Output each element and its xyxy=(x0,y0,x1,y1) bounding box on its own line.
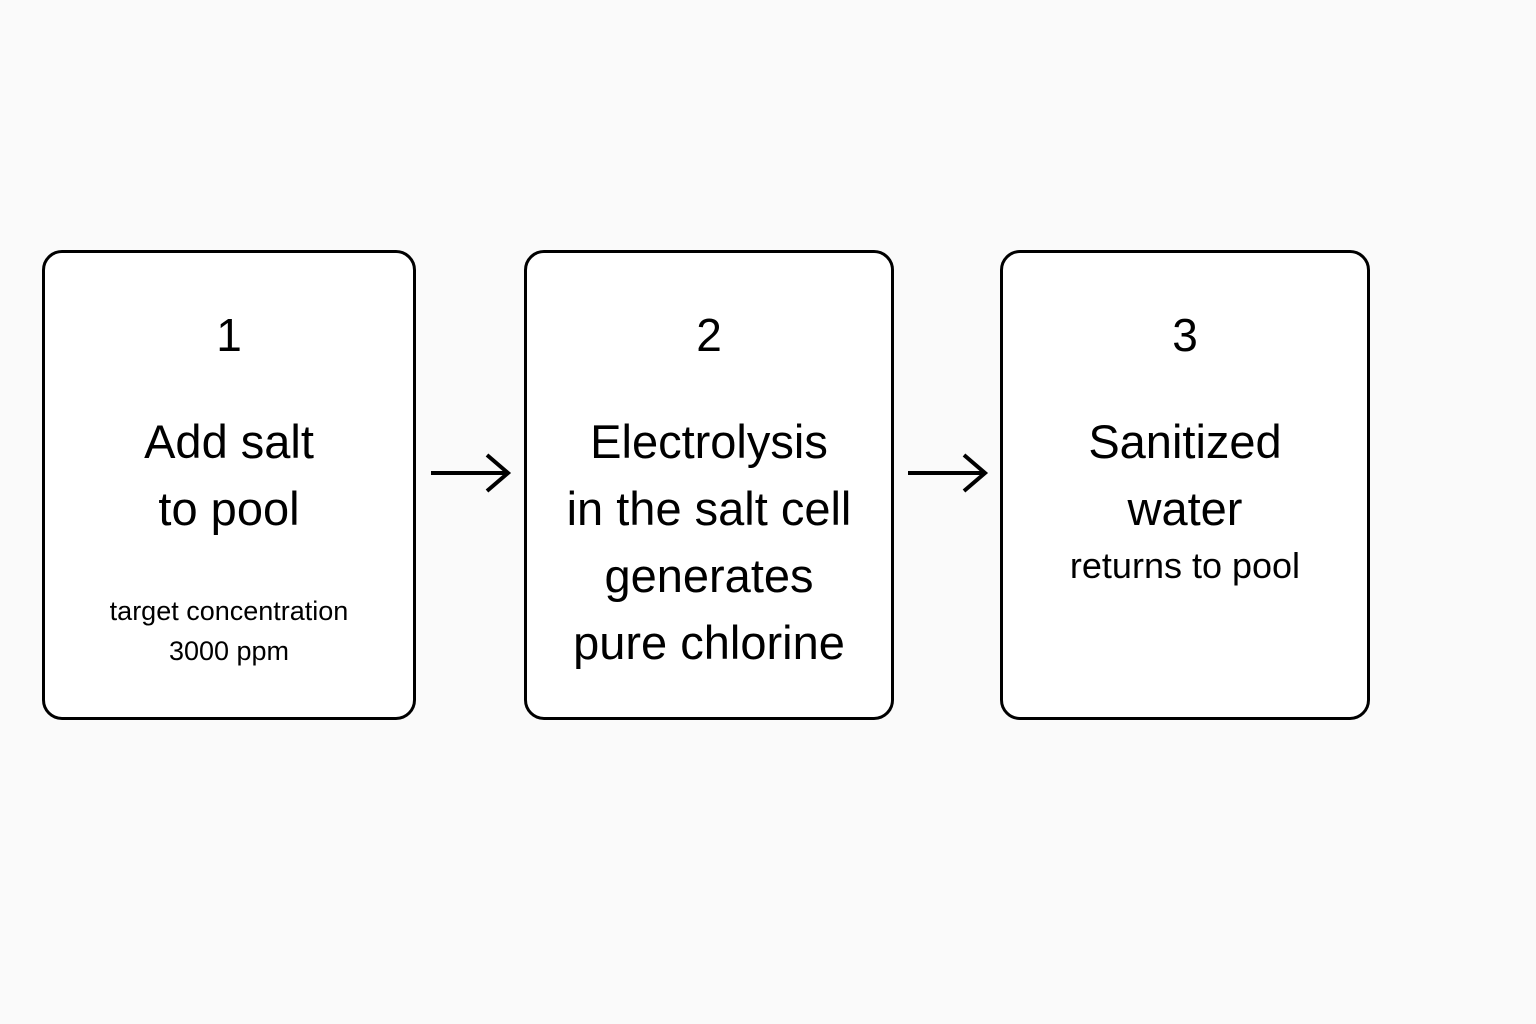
step-title-1: Add salt to pool xyxy=(144,415,314,535)
process-step-3[interactable]: 3 Sanitized water returns to pool xyxy=(1000,250,1370,720)
step-number-1: 1 xyxy=(216,309,242,361)
arrow-right-icon-2 xyxy=(906,452,990,494)
process-step-2[interactable]: 2 Electrolysis in the salt cell generate… xyxy=(524,250,894,720)
step-subtitle-3: returns to pool xyxy=(1069,545,1301,586)
step-number-3: 3 xyxy=(1172,309,1198,361)
step-number-2: 2 xyxy=(696,309,722,361)
step-subtitle-1: target concentration 3000 ppm xyxy=(109,596,349,666)
arrow-right-icon-1 xyxy=(429,452,513,494)
process-step-1[interactable]: 1 Add salt to pool target concentration … xyxy=(42,250,416,720)
step-title-3: Sanitized water xyxy=(1088,415,1282,535)
step-title-2: Electrolysis in the salt cell generates … xyxy=(566,415,852,669)
